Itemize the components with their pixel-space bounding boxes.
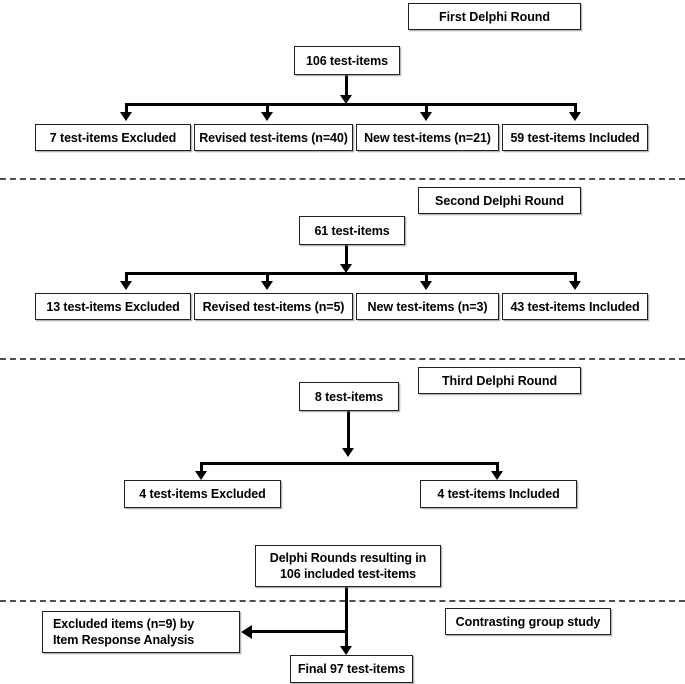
round2-arrow-2 [261, 281, 273, 290]
round3-outcome-box-2: 4 test-items Included [420, 480, 577, 508]
round3-header-box: Third Delphi Round [418, 367, 581, 394]
round3-outcome-label-2: 4 test-items Included [437, 487, 560, 501]
round1-arrow-4 [569, 112, 581, 121]
round2-outcome-box-2: Revised test-items (n=5) [194, 293, 353, 320]
round1-outcome-box-4: 59 test-items Included [502, 124, 648, 151]
round2-source-box: 61 test-items [299, 216, 405, 245]
round1-drop-4 [574, 103, 577, 115]
round2-outcome-label-2: Revised test-items (n=5) [202, 299, 345, 314]
excluded-branch-line [252, 630, 347, 633]
round1-outcome-label-1: 7 test-items Excluded [49, 130, 177, 145]
section-separator-2 [0, 358, 685, 360]
round3-source-box: 8 test-items [299, 382, 399, 411]
round2-arrow-3 [420, 281, 432, 290]
round1-header-box: First Delphi Round [408, 3, 581, 30]
excluded-items-line-1: Excluded items (n=9) by [53, 617, 195, 631]
round1-drop-3 [425, 103, 428, 115]
round3-drop-2 [496, 462, 499, 474]
round2-drop-4 [574, 272, 577, 284]
excluded-arrowhead [241, 625, 252, 639]
round3-arrow-2 [491, 471, 503, 480]
round2-drop-1 [125, 272, 128, 284]
section-separator-1 [0, 178, 685, 180]
final-arrowhead [340, 646, 352, 655]
round2-outcome-label-4: 43 test-items Included [510, 299, 640, 314]
round1-outcome-box-1: 7 test-items Excluded [35, 124, 191, 151]
final-items-label: Final 97 test-items [297, 662, 406, 676]
round3-outcome-label-1: 4 test-items Excluded [139, 487, 266, 501]
round2-arrow-4 [569, 281, 581, 290]
round2-header-label: Second Delphi Round [435, 193, 564, 208]
round2-outcome-box-3: New test-items (n=3) [356, 293, 499, 320]
summary-result-line-2: 106 included test-items [280, 567, 416, 581]
round1-source-label: 106 test-items [306, 53, 388, 68]
round3-source-label: 8 test-items [314, 389, 384, 404]
round1-outcome-box-3: New test-items (n=21) [356, 124, 499, 151]
round3-outcome-box-1: 4 test-items Excluded [124, 480, 281, 508]
excluded-items-line-2: Item Response Analysis [53, 633, 195, 647]
round2-stem-arrowhead [340, 264, 352, 273]
round2-outcome-label-1: 13 test-items Excluded [46, 299, 180, 314]
summary-result-box: Delphi Rounds resulting in 106 included … [255, 545, 441, 587]
round1-drop-2 [266, 103, 269, 115]
round3-header-label: Third Delphi Round [441, 373, 558, 388]
round2-arrow-1 [120, 281, 132, 290]
round1-stem-arrowhead [340, 95, 352, 104]
round3-stem-arrowhead [342, 448, 354, 457]
round1-arrow-3 [420, 112, 432, 121]
final-items-box: Final 97 test-items [290, 655, 413, 683]
summary-spine-line [345, 587, 348, 653]
round3-arrow-1 [195, 471, 207, 480]
round2-header-box: Second Delphi Round [418, 187, 581, 214]
round2-outcome-label-3: New test-items (n=3) [367, 299, 488, 314]
round1-source-box: 106 test-items [294, 46, 400, 75]
round1-outcome-label-3: New test-items (n=21) [364, 130, 491, 145]
round3-branch-bar [200, 462, 499, 465]
round2-branch-bar [125, 272, 577, 275]
round1-branch-bar [125, 103, 577, 106]
round1-stem-line [345, 75, 348, 97]
round2-stem-line [345, 245, 348, 267]
round3-stem-line [347, 411, 350, 451]
round1-outcome-label-4: 59 test-items Included [510, 130, 640, 145]
round2-drop-3 [425, 272, 428, 284]
contrasting-header-label: Contrasting group study [455, 614, 601, 629]
round2-drop-2 [266, 272, 269, 284]
round2-outcome-box-1: 13 test-items Excluded [35, 293, 191, 320]
round1-header-label: First Delphi Round [439, 9, 550, 24]
round3-drop-1 [200, 462, 203, 474]
round2-source-label: 61 test-items [314, 223, 390, 238]
round1-arrow-1 [120, 112, 132, 121]
contrasting-header-box: Contrasting group study [445, 608, 611, 635]
round1-outcome-label-2: Revised test-items (n=40) [199, 130, 348, 145]
round1-outcome-box-2: Revised test-items (n=40) [194, 124, 353, 151]
section-separator-3 [0, 600, 685, 602]
round1-drop-1 [125, 103, 128, 115]
round2-outcome-box-4: 43 test-items Included [502, 293, 648, 320]
summary-result-line-1: Delphi Rounds resulting in [269, 551, 427, 565]
round1-arrow-2 [261, 112, 273, 121]
excluded-items-box: Excluded items (n=9) by Item Response An… [42, 611, 240, 653]
